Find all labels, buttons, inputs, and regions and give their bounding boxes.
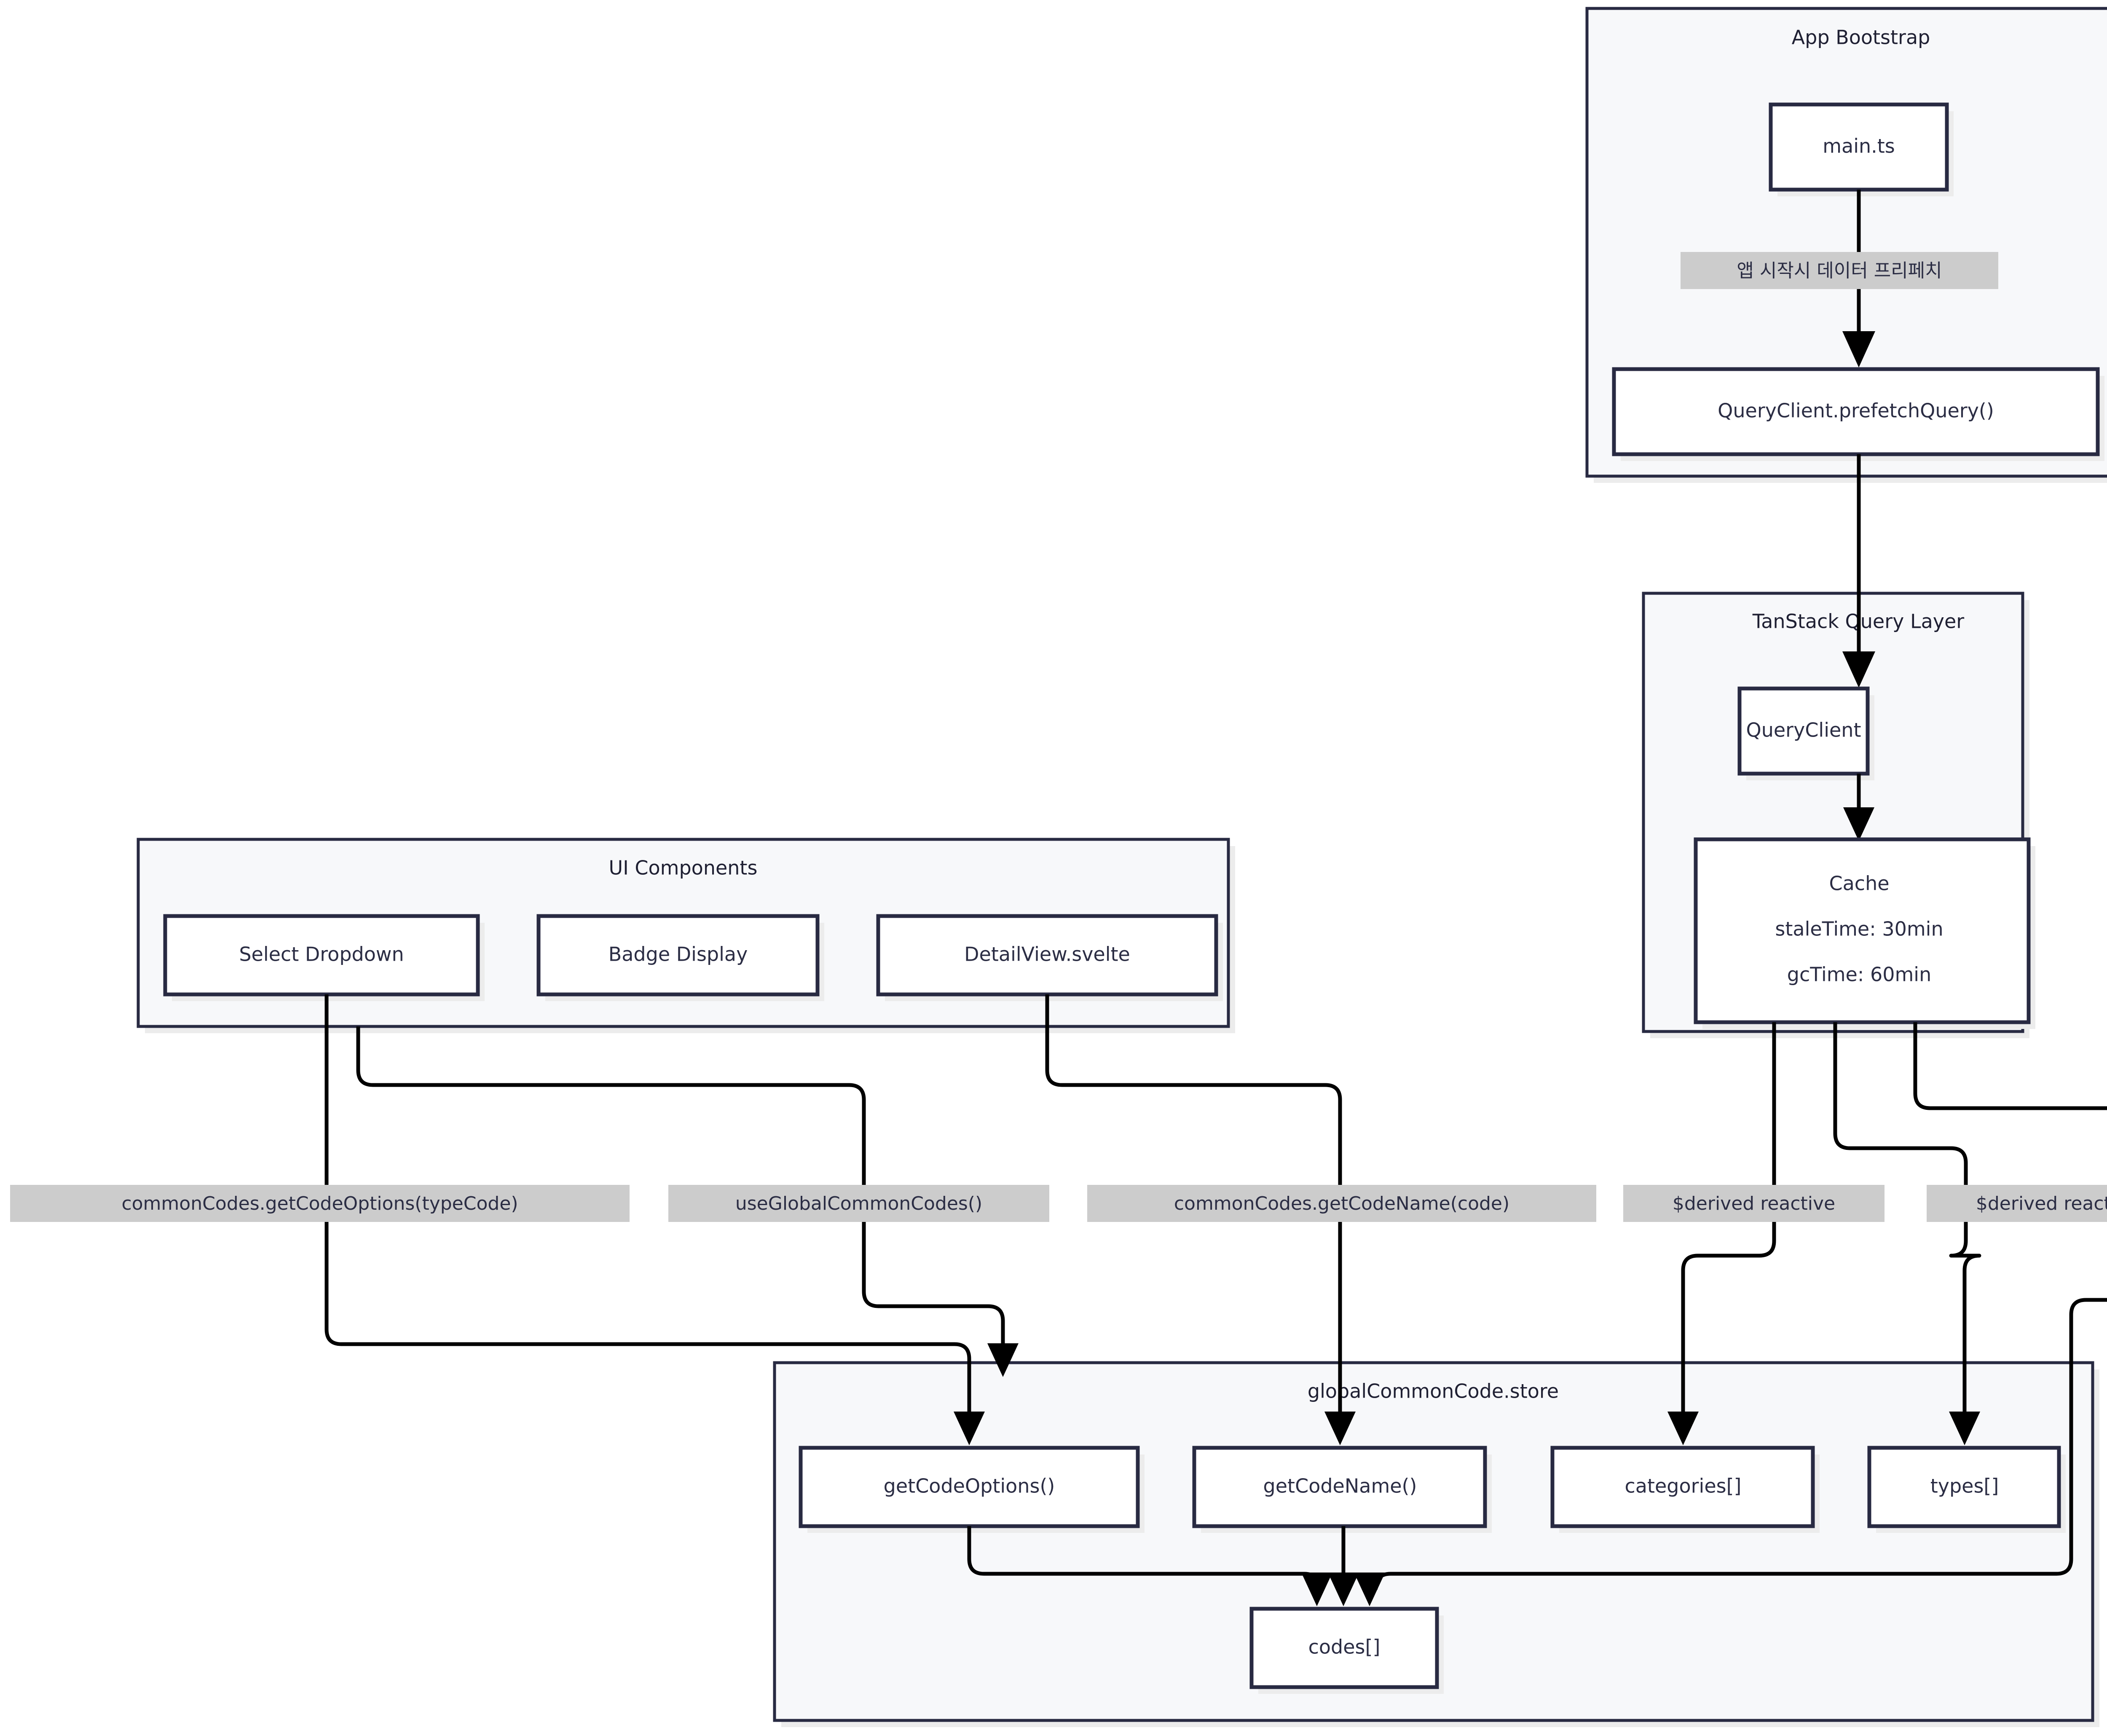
arrowhead bbox=[1949, 1412, 1980, 1445]
node-categories[interactable]: categories[] bbox=[1550, 1446, 1820, 1533]
edge-getcodename-to-codes bbox=[1328, 1526, 1359, 1606]
edge-select-to-getcodeoptions bbox=[324, 994, 985, 1445]
edge-label-derived-2-text: $derived reactive bbox=[1976, 1193, 2107, 1214]
edge-label-bg bbox=[10, 1185, 630, 1222]
subgraph-ui-components-title: UI Components bbox=[609, 857, 758, 879]
arrowhead bbox=[1843, 807, 1874, 841]
node-codes-rect[interactable] bbox=[1249, 1607, 1439, 1689]
arrowhead bbox=[1667, 1412, 1699, 1445]
node-main-ts-label: main.ts bbox=[1823, 135, 1895, 158]
edge-getcodeoptions-to-codes bbox=[967, 1526, 1332, 1606]
arrowhead bbox=[1842, 331, 1875, 367]
node-prefetch-query-label: QueryClient.prefetchQuery() bbox=[1718, 399, 1994, 422]
node-categories-label: categories[] bbox=[1624, 1475, 1741, 1498]
edge-label-use-hook: useGlobalCommonCodes() bbox=[668, 1185, 1049, 1222]
arrowhead bbox=[1324, 1412, 1356, 1445]
node-query-client-rect[interactable] bbox=[1737, 686, 1870, 776]
edge-cache-to-codes bbox=[1354, 1022, 2107, 1606]
node-badge-display-rect[interactable] bbox=[536, 914, 820, 997]
edge-label-bg bbox=[668, 1185, 1049, 1222]
edge-label-derived-2: $derived reactive bbox=[1927, 1185, 2107, 1222]
node-query-client[interactable]: QueryClient bbox=[1737, 686, 1874, 780]
node-categories-rect[interactable] bbox=[1550, 1446, 1815, 1528]
node-select-dropdown-rect[interactable] bbox=[163, 914, 480, 997]
edge-label-prefetch-text: 앱 시작시 데이터 프리페치 bbox=[1737, 260, 1942, 281]
arrowhead bbox=[987, 1343, 1019, 1377]
subgraph-global-store-title: globalCommonCode.store bbox=[1308, 1380, 1559, 1403]
edge-prefetch-to-queryclient bbox=[1842, 454, 1875, 688]
node-types[interactable]: types[] bbox=[1867, 1446, 2066, 1533]
arrowhead bbox=[1328, 1573, 1359, 1606]
node-get-code-name-rect[interactable] bbox=[1192, 1446, 1487, 1528]
edge-label-bg bbox=[1623, 1185, 1885, 1222]
edge-label-get-code-name-text: commonCodes.getCodeName(code) bbox=[1174, 1193, 1509, 1214]
edge-label-use-hook-text: useGlobalCommonCodes() bbox=[735, 1193, 982, 1214]
edge-label-get-code-options: commonCodes.getCodeOptions(typeCode) bbox=[10, 1185, 630, 1222]
node-main-ts-rect[interactable] bbox=[1769, 102, 1949, 192]
edge-label-get-code-options-text: commonCodes.getCodeOptions(typeCode) bbox=[121, 1193, 518, 1214]
node-codes[interactable]: codes[] bbox=[1249, 1607, 1444, 1694]
node-detail-view-rect[interactable] bbox=[876, 914, 1218, 997]
node-badge-display[interactable]: Badge Display bbox=[536, 914, 824, 1001]
arrowhead bbox=[1301, 1573, 1332, 1606]
node-badge-display-label: Badge Display bbox=[609, 943, 748, 966]
node-select-dropdown-label: Select Dropdown bbox=[239, 943, 404, 966]
edge-detailview-to-getcodename bbox=[1045, 994, 1356, 1445]
edge-label-prefetch: 앱 시작시 데이터 프리페치 bbox=[1681, 252, 1998, 289]
edge-label-derived-1-text: $derived reactive bbox=[1673, 1193, 1835, 1214]
edge-label-bg bbox=[1087, 1185, 1596, 1222]
node-detail-view-label: DetailView.svelte bbox=[964, 943, 1130, 966]
node-types-label: types[] bbox=[1930, 1475, 1999, 1498]
node-get-code-options-label: getCodeOptions() bbox=[884, 1475, 1055, 1498]
edge-label-bg bbox=[1681, 252, 1998, 289]
arrowhead bbox=[1842, 651, 1875, 688]
edge-label-get-code-name: commonCodes.getCodeName(code) bbox=[1087, 1185, 1596, 1222]
node-cache-label-line3: gcTime: 60min bbox=[1787, 963, 1931, 986]
node-main-ts[interactable]: main.ts bbox=[1769, 102, 1954, 196]
node-query-client-label: QueryClient bbox=[1746, 719, 1861, 742]
node-get-code-name-label: getCodeName() bbox=[1263, 1475, 1417, 1498]
node-prefetch-query-rect[interactable] bbox=[1612, 367, 2100, 456]
node-cache-label-line2: staleTime: 30min bbox=[1775, 918, 1943, 940]
node-prefetch-query[interactable]: QueryClient.prefetchQuery() bbox=[1612, 367, 2104, 461]
edge-queryclient-to-cache bbox=[1843, 774, 1874, 841]
node-cache-label-line1: Cache bbox=[1829, 872, 1889, 895]
edge-cache-to-categories bbox=[1667, 1022, 1776, 1445]
node-cache-rect[interactable] bbox=[1694, 837, 2031, 1024]
node-get-code-name[interactable]: getCodeName() bbox=[1192, 1446, 1492, 1533]
node-detail-view[interactable]: DetailView.svelte bbox=[876, 914, 1223, 1001]
node-get-code-options[interactable]: getCodeOptions() bbox=[799, 1446, 1145, 1533]
node-select-dropdown[interactable]: Select Dropdown bbox=[163, 914, 485, 1001]
arrowhead bbox=[1354, 1573, 1385, 1606]
node-codes-label: codes[] bbox=[1308, 1636, 1381, 1658]
edge-label-bg bbox=[1927, 1185, 2107, 1222]
edge-label-derived-1: $derived reactive bbox=[1623, 1185, 1885, 1222]
subgraph-app-bootstrap-title: App Bootstrap bbox=[1792, 26, 1930, 49]
node-cache[interactable]: Cache staleTime: 30min gcTime: 60min bbox=[1694, 837, 2035, 1029]
node-types-rect[interactable] bbox=[1867, 1446, 2061, 1528]
arrowhead bbox=[954, 1412, 985, 1445]
